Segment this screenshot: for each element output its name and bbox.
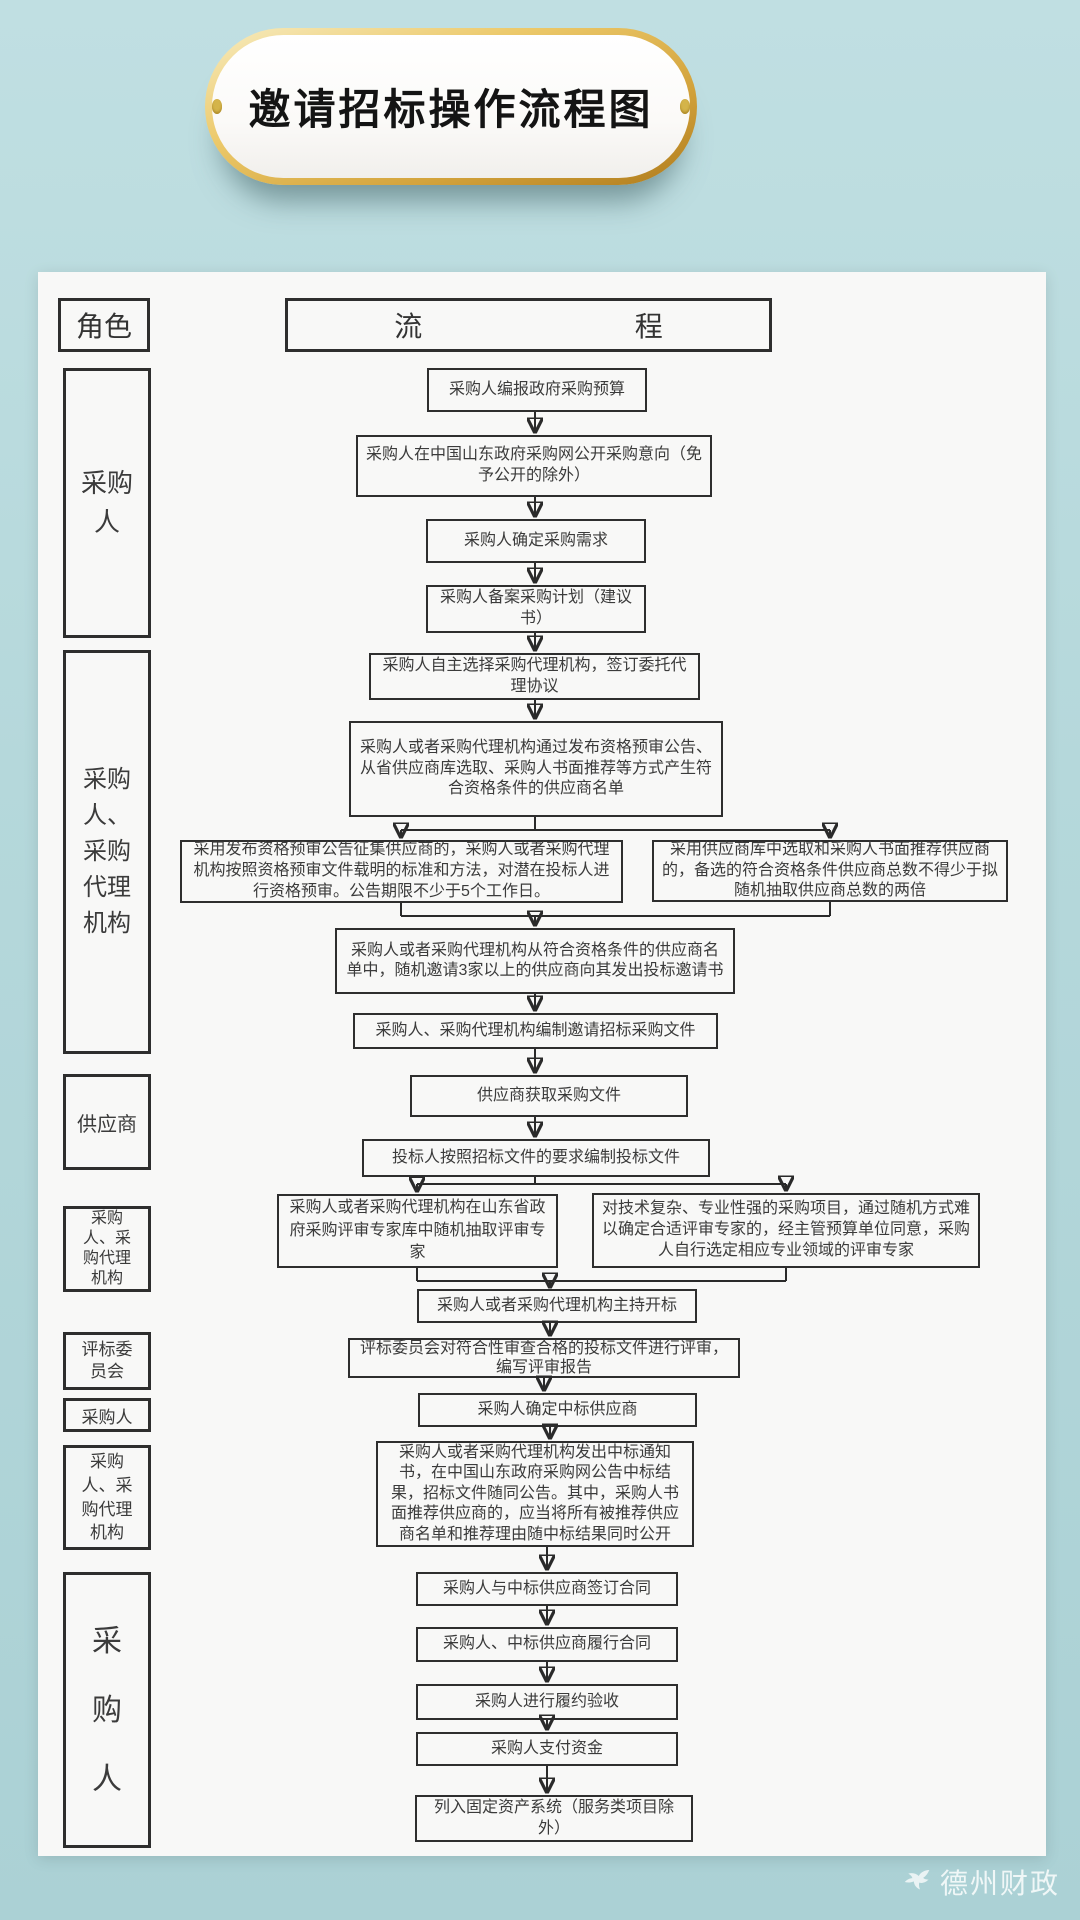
gold-dot-right-icon [679,99,690,114]
step-evaluation: 评标委员会对符合性审查合格的投标文件进行评审，编写评审报告 [348,1338,740,1378]
step-budget: 采购人编报政府采购预算 [427,368,647,412]
step-fixed-assets: 列入固定资产系统（服务类项目除外） [415,1795,693,1842]
step-prequalification-review: 采用发布资格预审公告征集供应商的，采购人或者采购代理机构按照资格预审文件载明的标… [180,840,623,903]
step-announce-result: 采购人或者采购代理机构发出中标通知书，在中国山东政府采购网公告中标结果，招标文件… [376,1441,694,1547]
step-payment: 采购人支付资金 [416,1732,678,1766]
step-prepare-documents: 采购人、采购代理机构编制邀请招标采购文件 [353,1013,718,1049]
flow-column-header: 流 程 [285,298,772,352]
step-file-plan: 采购人备案采购计划（建议书） [426,585,646,633]
role-purchaser-3: 采 购 人 [63,1572,151,1848]
step-self-select-experts: 对技术复杂、专业性强的采购项目，通过随机方式难以确定合适评审专家的，经主管预算单… [592,1193,980,1268]
step-draw-experts: 采购人或者采购代理机构在山东省政府采购评审专家库中随机抽取评审专家 [277,1194,558,1268]
role-purchaser-agency-1: 采购 人、 采购 代理 机构 [63,650,151,1054]
dove-icon [904,1870,930,1890]
gold-dot-left-icon [212,99,223,114]
role-header-label: 角色 [75,311,132,342]
title-badge-inner: 邀请招标操作流程图 [212,35,690,178]
role-purchaser-2: 采购人 [63,1398,151,1432]
role-column-header: 角色 [58,298,150,352]
step-generate-supplier-list: 采购人或者采购代理机构通过发布资格预审公告、从省供应商库选取、采购人书面推荐等方… [349,721,723,817]
flowchart-panel [38,272,1046,1856]
flow-header-label-left: 流 [394,311,423,342]
step-prepare-bids: 投标人按照招标文件的要求编制投标文件 [362,1139,710,1177]
step-invite-suppliers: 采购人或者采购代理机构从符合资格条件的供应商名单中，随机邀请3家以上的供应商向其… [335,928,735,994]
role-purchaser-agency-2: 采购 人、采 购代理 机构 [63,1206,151,1292]
step-determine-winner: 采购人确定中标供应商 [418,1393,697,1427]
step-supplier-pool-rule: 采用供应商库中选取和采购人书面推荐供应商的，备选的符合资格条件供应商总数不得少于… [652,840,1008,902]
role-supplier: 供应商 [63,1074,151,1170]
role-purchaser-1: 采购 人 [63,368,151,638]
step-host-bid-opening: 采购人或者采购代理机构主持开标 [417,1289,697,1323]
flow-header-label-right: 程 [634,311,663,342]
role-evaluation-committee: 评标委 员会 [63,1332,151,1390]
step-determine-needs: 采购人确定采购需求 [426,519,646,563]
step-select-agency: 采购人自主选择采购代理机构，签订委托代理协议 [369,653,700,700]
step-sign-contract: 采购人与中标供应商签订合同 [416,1572,678,1606]
step-publish-intent: 采购人在中国山东政府采购网公开采购意向（免予公开的除外） [356,435,712,497]
step-acceptance: 采购人进行履约验收 [416,1684,678,1720]
watermark: 德州财政 [898,1862,1060,1902]
step-perform-contract: 采购人、中标供应商履行合同 [416,1627,678,1662]
title-badge: 邀请招标操作流程图 [205,28,697,185]
step-obtain-documents: 供应商获取采购文件 [410,1075,688,1117]
watermark-text: 德州财政 [940,1868,1061,1899]
role-purchaser-agency-3: 采购 人、采 购代理 机构 [63,1445,151,1550]
page-title: 邀请招标操作流程图 [248,86,654,133]
